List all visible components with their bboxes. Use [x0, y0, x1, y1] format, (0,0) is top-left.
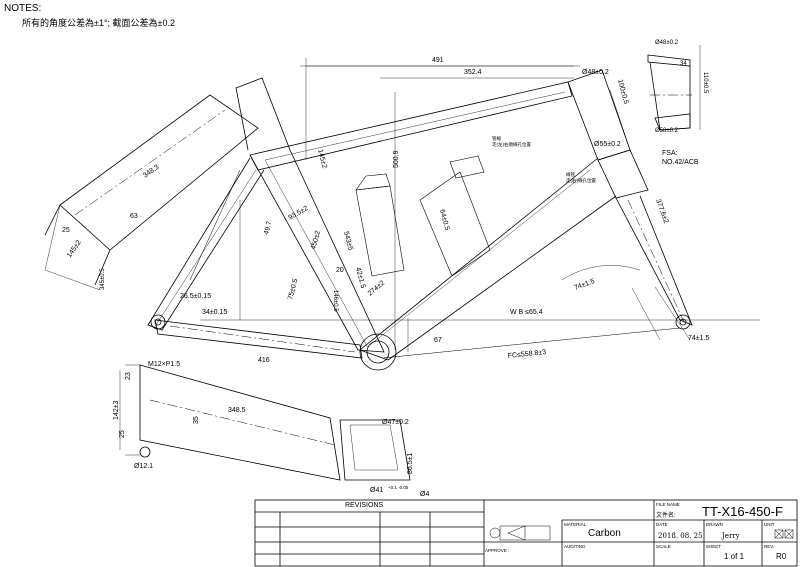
dim-67: 67	[434, 337, 442, 344]
dim-491: 491	[432, 57, 444, 64]
chain-stay-detail	[119, 364, 411, 481]
dim-35: 35	[193, 416, 200, 424]
dim-23: 23	[125, 372, 132, 380]
dim-450: 450±2	[310, 230, 322, 251]
dim-25b: 25	[119, 430, 126, 438]
dim-20: 20	[336, 267, 344, 274]
file-name-value: TT-X16-450-F	[702, 504, 783, 519]
dim-75: 75±0.5	[287, 278, 299, 301]
dim-274: 274±2	[367, 280, 386, 298]
dim-3776: 377.6±2	[654, 198, 669, 224]
dim-34: 34	[680, 61, 687, 67]
dim-64: 64±0.5	[438, 209, 450, 232]
dimension-lines	[200, 65, 760, 352]
dim-416: 416	[258, 357, 270, 364]
file-name-cn: 文件名:	[656, 513, 676, 519]
notes-title: NOTES:	[4, 3, 42, 14]
dim-497: 49.7	[263, 220, 273, 235]
dim-m12: M12×P1.5	[148, 361, 180, 368]
approve-label: APPROVE :	[485, 548, 510, 553]
dim-3485: 348.5	[228, 407, 246, 414]
dim-74: 74±1.5	[573, 278, 596, 292]
title-block-grid	[254, 499, 798, 567]
dim-142: 142±3	[113, 400, 120, 420]
dim-41: Ø41	[370, 487, 383, 494]
dim-500: 500.9	[393, 150, 400, 168]
sheet-value: 1 of 1	[724, 552, 745, 561]
dim-47: Ø47±0.2	[382, 419, 409, 426]
dim-12: Ø12.1	[134, 463, 153, 470]
scale-label: SCALE	[656, 544, 671, 549]
dim-48: Ø48±0.2	[582, 69, 609, 76]
dim-41-tol: +0.1 -0.05	[388, 485, 409, 490]
dim-wb: W B ≤65.4	[510, 309, 543, 316]
dim-543: 543±5	[342, 231, 354, 252]
file-name-label: FILE NAME	[656, 502, 680, 507]
drawn-label: DRAWN	[706, 522, 723, 527]
dim-4: Ø4	[420, 491, 429, 498]
date-label: DATE	[656, 522, 668, 527]
dim-145b: 145±2	[66, 239, 83, 259]
rev-label: REV.	[764, 544, 775, 549]
revisions-label: REVISIONS	[345, 502, 384, 509]
material-value: Carbon	[588, 528, 621, 539]
bottle-cages	[355, 155, 491, 277]
dim-146: 146±0.5	[332, 290, 338, 312]
date-value: 2018. 08. 25	[658, 532, 703, 540]
rev-value: R0	[776, 552, 787, 561]
notes-tolerance-line: 所有的角度公差為±1°; 截面公差為±0.2	[22, 18, 175, 28]
dim-42: 42±1.5	[354, 267, 366, 290]
dim-34b: 34±0.15	[202, 309, 227, 316]
dimension-texts: 491 352.4 500.9 145±2 100±0.5 Ø48±0.2 Ø5…	[62, 40, 709, 498]
dim-100: 100±0.5	[616, 79, 629, 105]
dim-fc: FC≤558.8±3	[507, 349, 546, 360]
seat-stay-detail	[44, 94, 259, 291]
note-cable-4: 走(右)線孔位置	[566, 177, 596, 184]
sheet-label: SHEET	[706, 544, 722, 549]
dim-110: 110±0.5	[702, 72, 708, 94]
drawn-value: Jerry	[722, 532, 740, 540]
dim-345: 345±0.5	[100, 268, 106, 290]
fsa-value: NO.42/ACB	[662, 159, 699, 166]
dim-265: 26.5±0.15	[180, 293, 211, 300]
note-cable-2: 走(左)右順線孔位置	[492, 141, 531, 148]
note-cable-1: 管線	[492, 135, 501, 142]
dim-145: 145±2	[316, 149, 328, 170]
dim-352: 352.4	[464, 69, 482, 76]
material-label: MATERIAL	[564, 522, 587, 527]
dim-55: Ø55±0.2	[594, 141, 621, 148]
fsa-label: FSA:	[662, 150, 678, 157]
dim-74b: 74±1.5	[688, 335, 709, 342]
unit-label: UNIT	[764, 522, 775, 527]
dim-48b: Ø48±0.2	[655, 40, 679, 46]
dim-63: 63	[130, 213, 138, 220]
note-cable-3: 線管	[566, 171, 575, 178]
head-tube-detail	[647, 45, 701, 131]
dim-58: Ø58±0.2	[655, 128, 679, 134]
auditing-label: AUDITING	[564, 544, 586, 549]
dim-86: 86.5±1	[407, 453, 414, 474]
main-frame	[147, 58, 693, 371]
dim-25: 25	[62, 227, 70, 234]
